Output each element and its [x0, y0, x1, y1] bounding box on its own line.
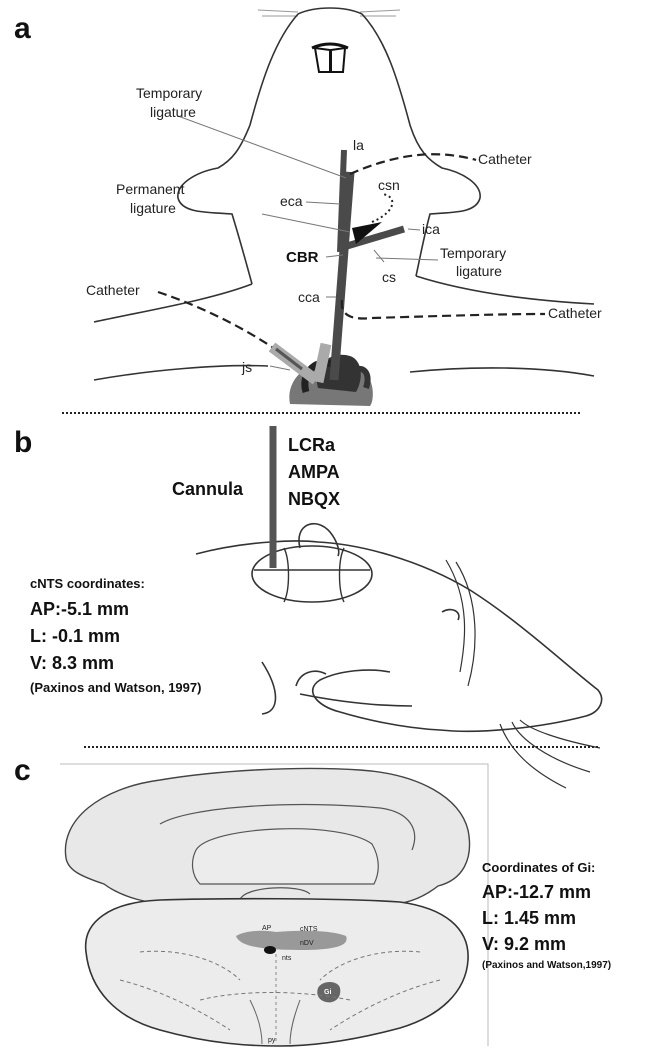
label-eca: eca	[280, 193, 303, 209]
panel-a: a	[14, 8, 602, 406]
panel-c-letter: c	[14, 754, 31, 787]
brain-label-cnts: cNTS	[300, 926, 318, 933]
cnts-reference: (Paxinos and Watson, 1997)	[30, 680, 201, 695]
cnts-v: V: 8.3 mm	[30, 653, 114, 673]
panel-a-letter: a	[14, 12, 31, 45]
panel-c: c AP cNTS nDV nts Gi py Co	[14, 754, 611, 1046]
brain-label-ap: AP	[262, 925, 272, 932]
label-permanent-ligature-line1: Permanent	[116, 181, 185, 197]
cnts-coordinates-title: cNTS coordinates:	[30, 576, 145, 591]
gi-reference: (Paxinos and Watson,1997)	[482, 960, 611, 971]
drug-ampa: AMPA	[288, 462, 340, 482]
label-csn: csn	[378, 177, 400, 193]
cnts-ap: AP:-5.1 mm	[30, 599, 129, 619]
whiskers	[446, 560, 600, 788]
drug-nbqx: NBQX	[288, 489, 340, 509]
brain-label-nts: nts	[282, 955, 292, 962]
label-catheter-right: Catheter	[548, 305, 602, 321]
rat-eye-outline	[442, 610, 459, 620]
catheter-left	[158, 292, 272, 347]
brain-label-py: py	[268, 1037, 276, 1044]
panel-b: b Cannula LCRa AMPA NBQX cNTS coordi	[14, 426, 602, 788]
catheter-top	[350, 154, 476, 174]
rat-ear-outline	[299, 524, 339, 556]
label-permanent-ligature-line2: ligature	[130, 200, 176, 216]
label-la: la	[353, 137, 364, 153]
label-temporary-ligature-top-line2: ligature	[150, 104, 196, 120]
gi-coordinates-title: Coordinates of Gi:	[482, 860, 595, 875]
label-cbr: CBR	[286, 249, 319, 266]
gi-v: V: 9.2 mm	[482, 934, 566, 954]
panel-b-letter: b	[14, 426, 32, 459]
label-temporary-ligature-top-line1: Temporary	[136, 85, 202, 101]
label-ica: ica	[422, 221, 440, 237]
label-cca: cca	[298, 289, 320, 305]
label-catheter-left: Catheter	[86, 282, 140, 298]
leader-lines	[178, 116, 438, 370]
gi-l: L: 1.45 mm	[482, 908, 576, 928]
snout-whiskers	[258, 10, 400, 16]
drug-lcra: LCRa	[288, 435, 336, 455]
cerebellum	[65, 768, 469, 904]
cannula-label: Cannula	[172, 479, 244, 499]
label-temporary-ligature-right-line2: ligature	[456, 263, 502, 279]
carotid-sinus-nerve	[372, 194, 392, 222]
cnts-l: L: -0.1 mm	[30, 626, 120, 646]
catheter-right	[342, 300, 545, 318]
brain-label-ndv: nDV	[300, 940, 314, 947]
rat-neck-outline	[262, 662, 276, 714]
label-temporary-ligature-right-line1: Temporary	[440, 245, 506, 261]
label-js: js	[241, 359, 252, 375]
incisors	[312, 44, 348, 72]
brainstem	[86, 899, 468, 1046]
gi-ap: AP:-12.7 mm	[482, 882, 591, 902]
brain-label-gi: Gi	[324, 989, 331, 996]
label-catheter-top: Catheter	[478, 151, 532, 167]
label-cs: cs	[382, 269, 396, 285]
